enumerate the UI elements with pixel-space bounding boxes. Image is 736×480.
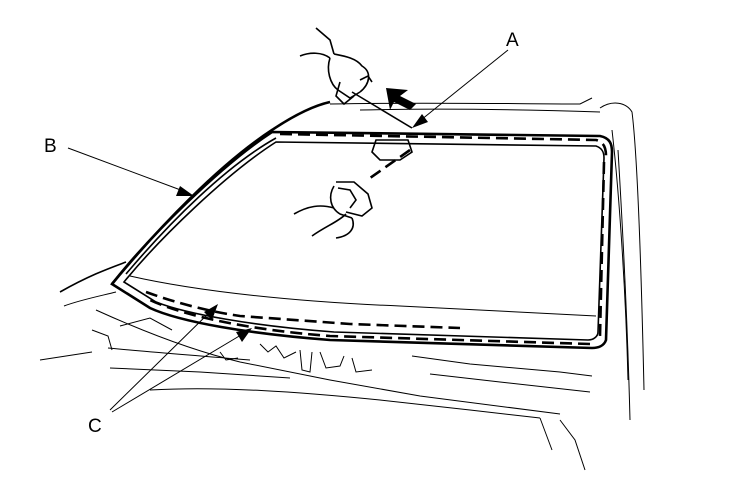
callout-leaders xyxy=(67,49,509,413)
callout-label-a: A xyxy=(506,30,519,51)
cut-path-dashed xyxy=(145,132,608,346)
car-body xyxy=(39,97,645,471)
callout-label-b: B xyxy=(44,136,57,157)
hand-with-handle-icon xyxy=(293,181,373,239)
hand-with-cutter-icon xyxy=(299,27,413,129)
arrow-direction-icon xyxy=(386,88,416,110)
callout-label-c: C xyxy=(88,416,102,437)
windshield-glass xyxy=(110,130,614,350)
pillar-lines xyxy=(110,100,331,285)
